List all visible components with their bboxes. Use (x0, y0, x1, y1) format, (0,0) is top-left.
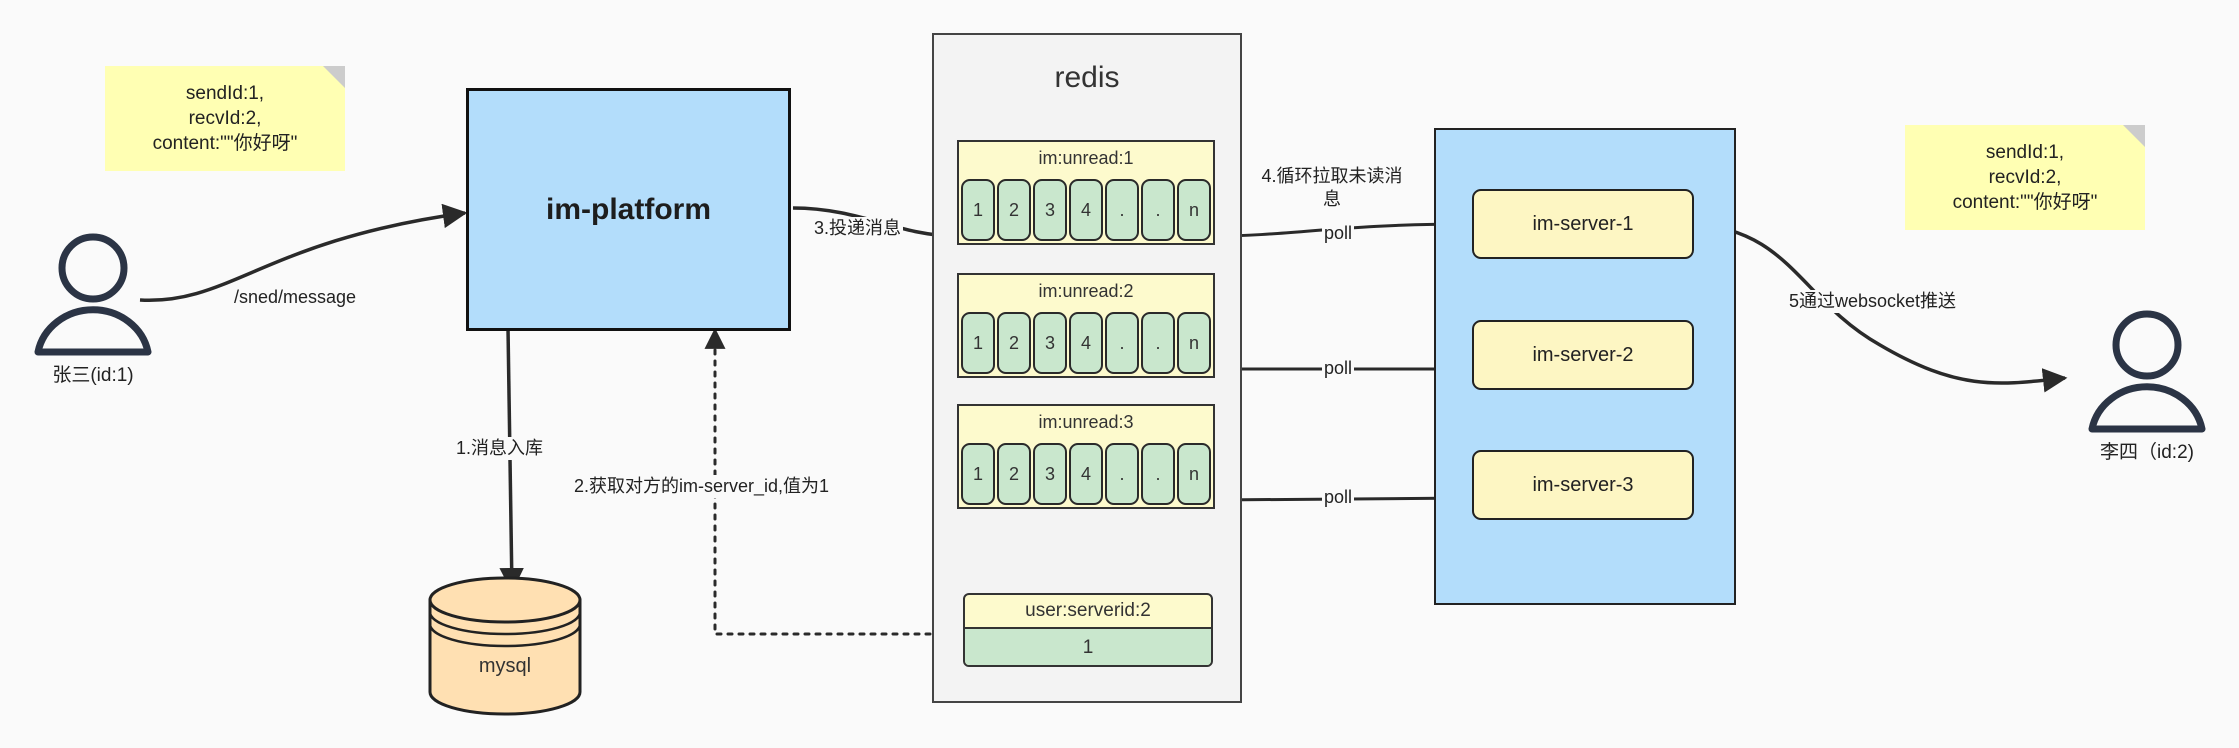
redis-cell[interactable]: 4 (1069, 443, 1103, 505)
im-server-3-node[interactable]: im-server-3 (1472, 450, 1694, 520)
im-server-2-label: im-server-2 (1532, 343, 1634, 366)
redis-cell[interactable]: n (1177, 312, 1211, 374)
redis-cell[interactable]: . (1105, 443, 1139, 505)
redis-list-cells-1: 1 2 3 4 . . n (961, 179, 1211, 241)
redis-list-key-3: im:unread:3 (1038, 412, 1134, 432)
person-icon-sender (34, 233, 152, 356)
note-left-line1: sendId:1, (185, 83, 265, 104)
note-left-message-payload: sendId:1, recvId:2, content:""你好呀" (105, 66, 345, 171)
im-platform-node[interactable]: im-platform (466, 88, 791, 331)
im-server-1-label: im-server-1 (1532, 212, 1634, 235)
edge-label-send-message: /sned/message (232, 286, 359, 309)
redis-cell[interactable]: 2 (997, 443, 1031, 505)
edge-label-poll-2: poll (1322, 357, 1355, 380)
actor-receiver-label: 李四（id:2) (2100, 442, 2194, 463)
redis-cell[interactable]: 1 (961, 312, 995, 374)
redis-cell[interactable]: . (1141, 312, 1175, 374)
note-fold-icon (2123, 125, 2145, 147)
redis-kv-key: user:serverid:2 (1025, 600, 1151, 621)
redis-cell[interactable]: 2 (997, 179, 1031, 241)
edge-label-step1: 1.消息入库 (454, 437, 546, 460)
note-right-line1: sendId:1, (1985, 142, 2065, 163)
im-server-1-node[interactable]: im-server-1 (1472, 189, 1694, 259)
redis-title: redis (1054, 61, 1120, 94)
redis-cell[interactable]: . (1141, 179, 1175, 241)
redis-list-key-1: im:unread:1 (1038, 148, 1134, 168)
redis-cell[interactable]: n (1177, 443, 1211, 505)
redis-cell[interactable]: n (1177, 179, 1211, 241)
edge-label-poll-3: poll (1322, 486, 1355, 509)
actor-receiver: 李四（id:2) (2067, 429, 2227, 464)
edge-label-step2: 2.获取对方的im-server_id,值为1 (572, 475, 832, 498)
redis-list-im-unread-1[interactable]: im:unread:1 1 2 3 4 . . n (957, 140, 1215, 245)
redis-list-key-2: im:unread:2 (1038, 281, 1134, 301)
edge-label-step4: 4.循环拉取未读消息 (1254, 165, 1410, 211)
edge-label-step3: 3.投递消息 (812, 217, 904, 240)
redis-cell[interactable]: . (1105, 312, 1139, 374)
redis-list-im-unread-2[interactable]: im:unread:2 1 2 3 4 . . n (957, 273, 1215, 378)
note-right-line2: recvId:2, (1988, 167, 2062, 188)
actor-sender: 张三(id:1) (13, 352, 173, 387)
redis-cell[interactable]: 2 (997, 312, 1031, 374)
redis-kv-value: 1 (965, 627, 1211, 665)
redis-cell[interactable]: 3 (1033, 443, 1067, 505)
im-server-3-label: im-server-3 (1532, 473, 1634, 496)
redis-cell[interactable]: 1 (961, 443, 995, 505)
note-fold-icon (323, 66, 345, 88)
redis-cell[interactable]: 1 (961, 179, 995, 241)
im-platform-label: im-platform (546, 192, 711, 226)
redis-cell[interactable]: 3 (1033, 179, 1067, 241)
redis-cell[interactable]: 4 (1069, 179, 1103, 241)
redis-cell[interactable]: . (1105, 179, 1139, 241)
im-server-2-node[interactable]: im-server-2 (1472, 320, 1694, 390)
edge-label-poll-1: poll (1322, 222, 1355, 245)
redis-list-cells-2: 1 2 3 4 . . n (961, 312, 1211, 374)
redis-list-cells-3: 1 2 3 4 . . n (961, 443, 1211, 505)
actor-sender-label: 张三(id:1) (52, 365, 134, 386)
edge-label-step5: 5通过websocket推送 (1787, 290, 1959, 313)
redis-cell[interactable]: . (1141, 443, 1175, 505)
redis-list-im-unread-3[interactable]: im:unread:3 1 2 3 4 . . n (957, 404, 1215, 509)
redis-kv-user-serverid[interactable]: user:serverid:2 1 (963, 593, 1213, 667)
note-left-line3: content:""你好呀" (152, 133, 298, 154)
redis-cell[interactable]: 3 (1033, 312, 1067, 374)
person-icon-receiver (2088, 310, 2206, 433)
mysql-cylinder (428, 576, 582, 716)
note-left-line2: recvId:2, (188, 108, 262, 129)
mysql-label: mysql (478, 655, 532, 677)
redis-cell[interactable]: 4 (1069, 312, 1103, 374)
note-right-line3: content:""你好呀" (1952, 192, 2098, 213)
note-right-message-payload: sendId:1, recvId:2, content:""你好呀" (1905, 125, 2145, 230)
